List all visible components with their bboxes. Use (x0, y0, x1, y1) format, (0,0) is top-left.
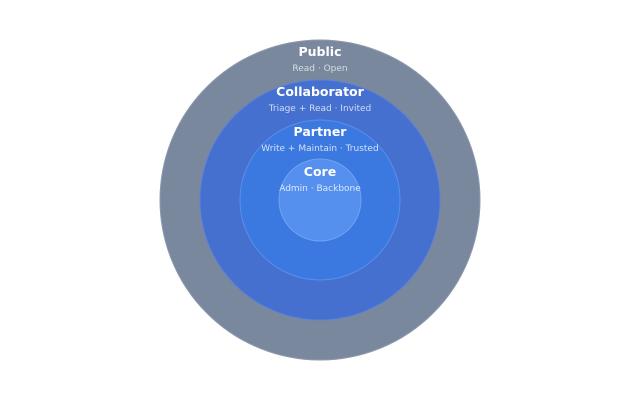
ring-collaborator-subtitle: Triage + Read · Invited (268, 104, 372, 114)
ring-core-circle (278, 158, 362, 242)
ring-core-subtitle: Admin · Backbone (279, 184, 361, 194)
ring-collaborator-title: Collaborator (276, 84, 364, 99)
ring-partner-subtitle: Write + Maintain · Trusted (261, 144, 378, 154)
ring-core: Core Admin · Backbone (278, 158, 362, 242)
ring-partner-title: Partner (294, 124, 348, 139)
ring-public-subtitle: Read · Open (292, 64, 347, 74)
ring-public-title: Public (299, 44, 342, 59)
ring-core-title: Core (304, 164, 336, 179)
